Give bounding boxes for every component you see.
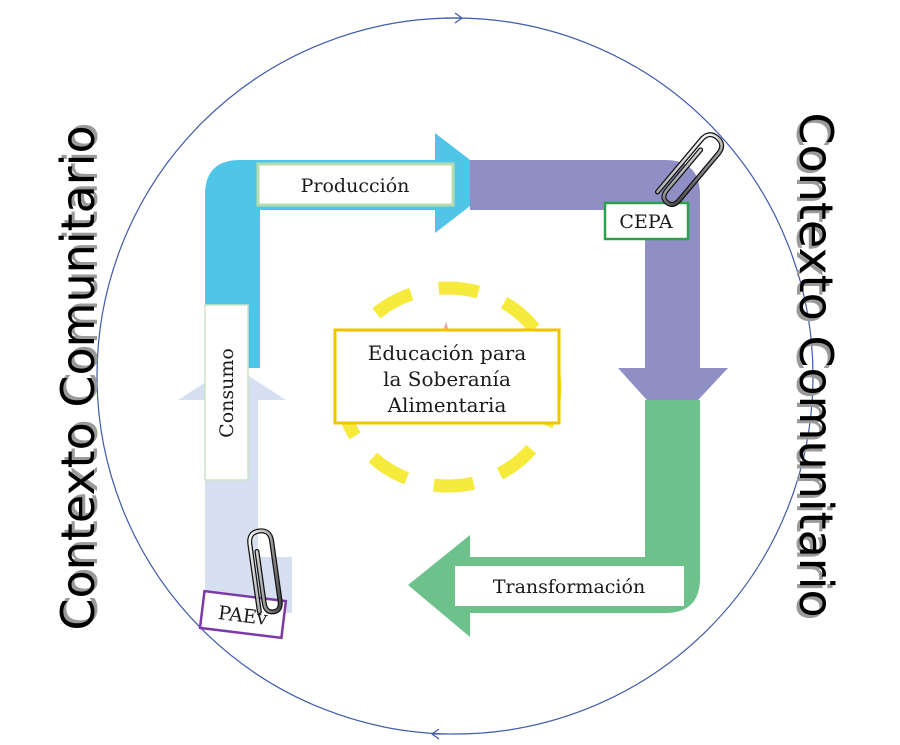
center-box [333, 328, 561, 425]
consumo-label: Consumo [216, 348, 238, 438]
right-context-label-shadow: Contexto Comunitario [786, 115, 840, 620]
produccion-label-box [256, 162, 455, 207]
center-title-line3: Alimentaria [387, 393, 507, 417]
cepa-label: CEPA [619, 211, 672, 233]
left-context-label-shadow: Contexto Comunitario [54, 122, 108, 627]
consumo-label-box [204, 304, 249, 481]
produccion-label: Producción [301, 175, 410, 197]
cepa-label-box [603, 201, 690, 241]
transformacion-label: Transformación [493, 576, 645, 598]
center-title-line1: Educación para [368, 341, 527, 365]
paperclip-icon [654, 132, 725, 208]
center-title-line2: la Soberanía [383, 367, 511, 391]
paperclip-icon [247, 528, 283, 615]
left-context-label: Contexto Comunitario [51, 125, 105, 630]
right-context-label: Contexto Comunitario [789, 112, 843, 617]
transformacion-label-box [455, 566, 684, 606]
